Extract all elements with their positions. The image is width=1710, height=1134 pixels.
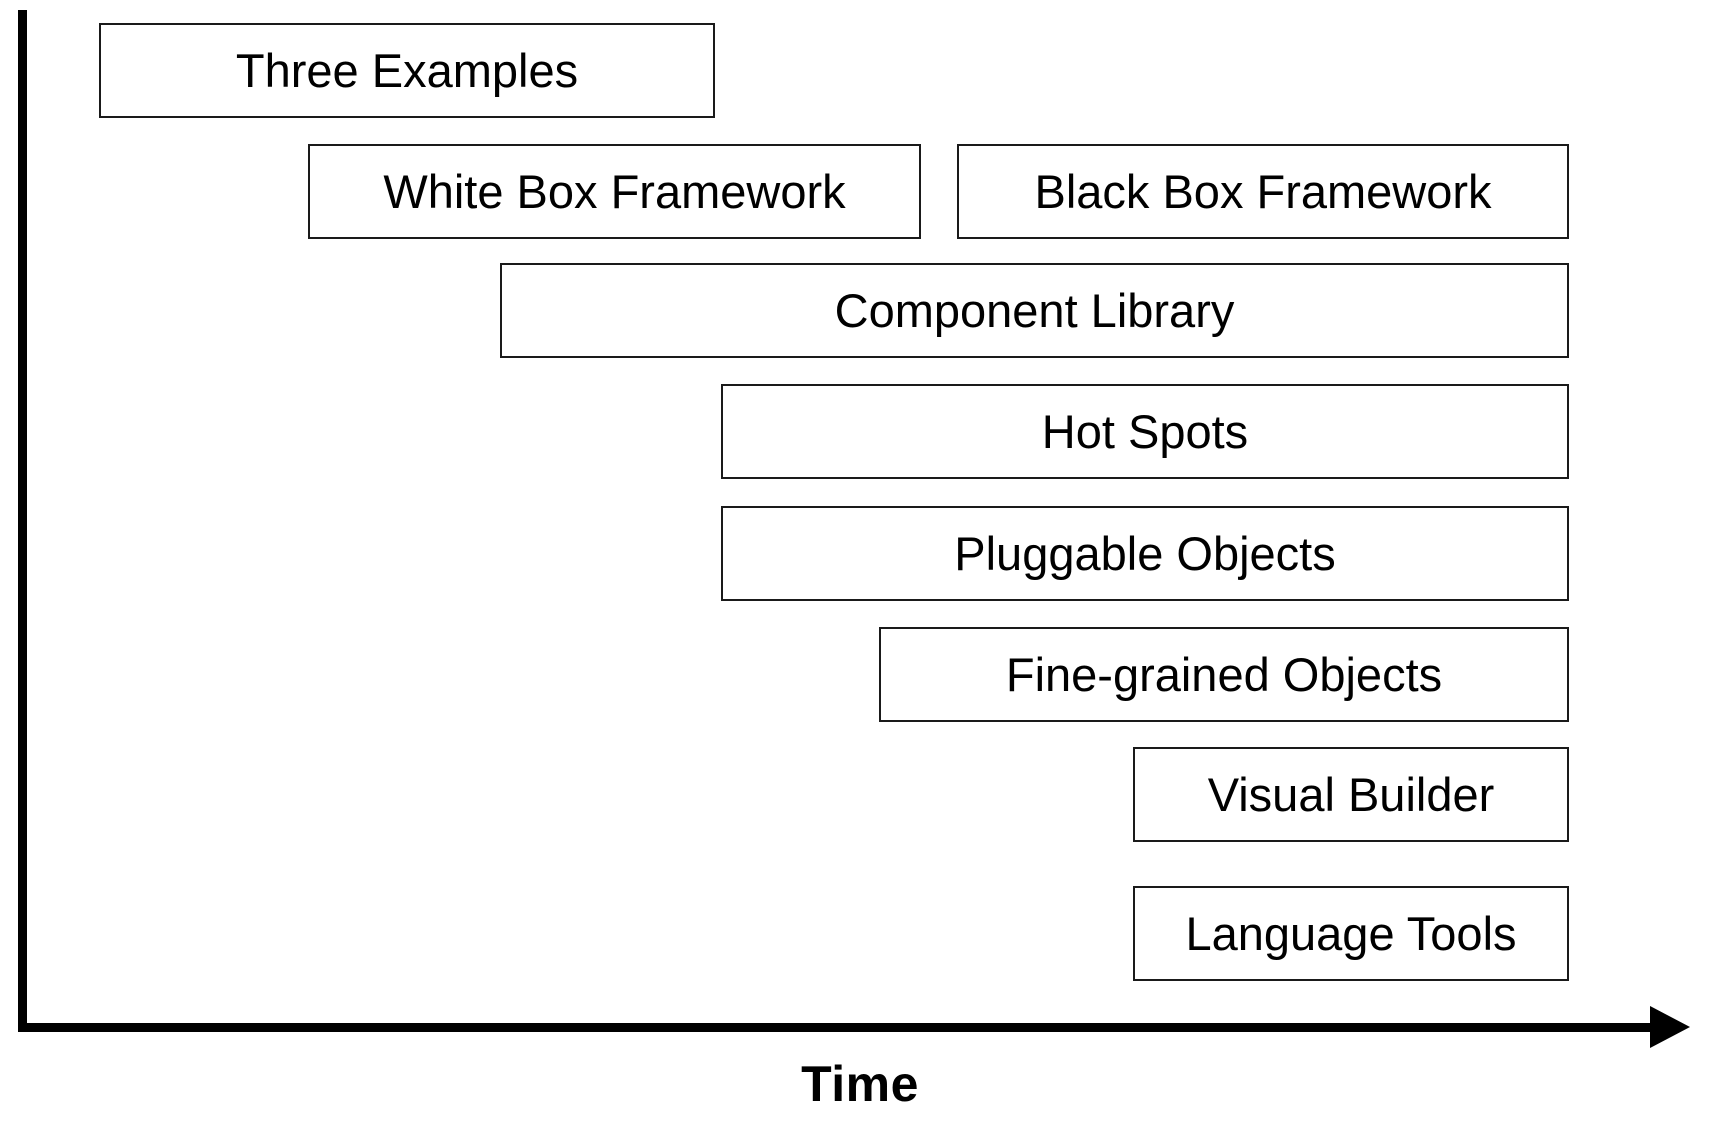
x-axis-arrow-icon	[1650, 1006, 1690, 1048]
timeline-box-label: White Box Framework	[383, 165, 846, 218]
x-axis-label: Time	[0, 1055, 1710, 1113]
timeline-box: Hot Spots	[721, 384, 1569, 479]
timeline-box-label: Hot Spots	[1041, 405, 1249, 458]
timeline-box-label: Visual Builder	[1207, 768, 1495, 821]
timeline-box: Pluggable Objects	[721, 506, 1569, 601]
timeline-box-label: Black Box Framework	[1034, 165, 1492, 218]
timeline-box: White Box Framework	[308, 144, 921, 239]
timeline-box-label: Language Tools	[1185, 907, 1517, 960]
x-axis-label-text: Time	[801, 1056, 919, 1112]
timeline-box: Language Tools	[1133, 886, 1569, 981]
timeline-box: Component Library	[500, 263, 1569, 358]
timeline-box-label: Component Library	[834, 284, 1235, 337]
timeline-box-label: Fine-grained Objects	[1005, 648, 1443, 701]
timeline-box: Fine-grained Objects	[879, 627, 1569, 722]
timeline-box: Black Box Framework	[957, 144, 1569, 239]
y-axis-line	[18, 10, 27, 1032]
timeline-box-label: Three Examples	[235, 44, 579, 97]
x-axis-line	[18, 1023, 1658, 1032]
timeline-box: Three Examples	[99, 23, 715, 118]
timeline-box: Visual Builder	[1133, 747, 1569, 842]
timeline-box-label: Pluggable Objects	[954, 527, 1336, 580]
